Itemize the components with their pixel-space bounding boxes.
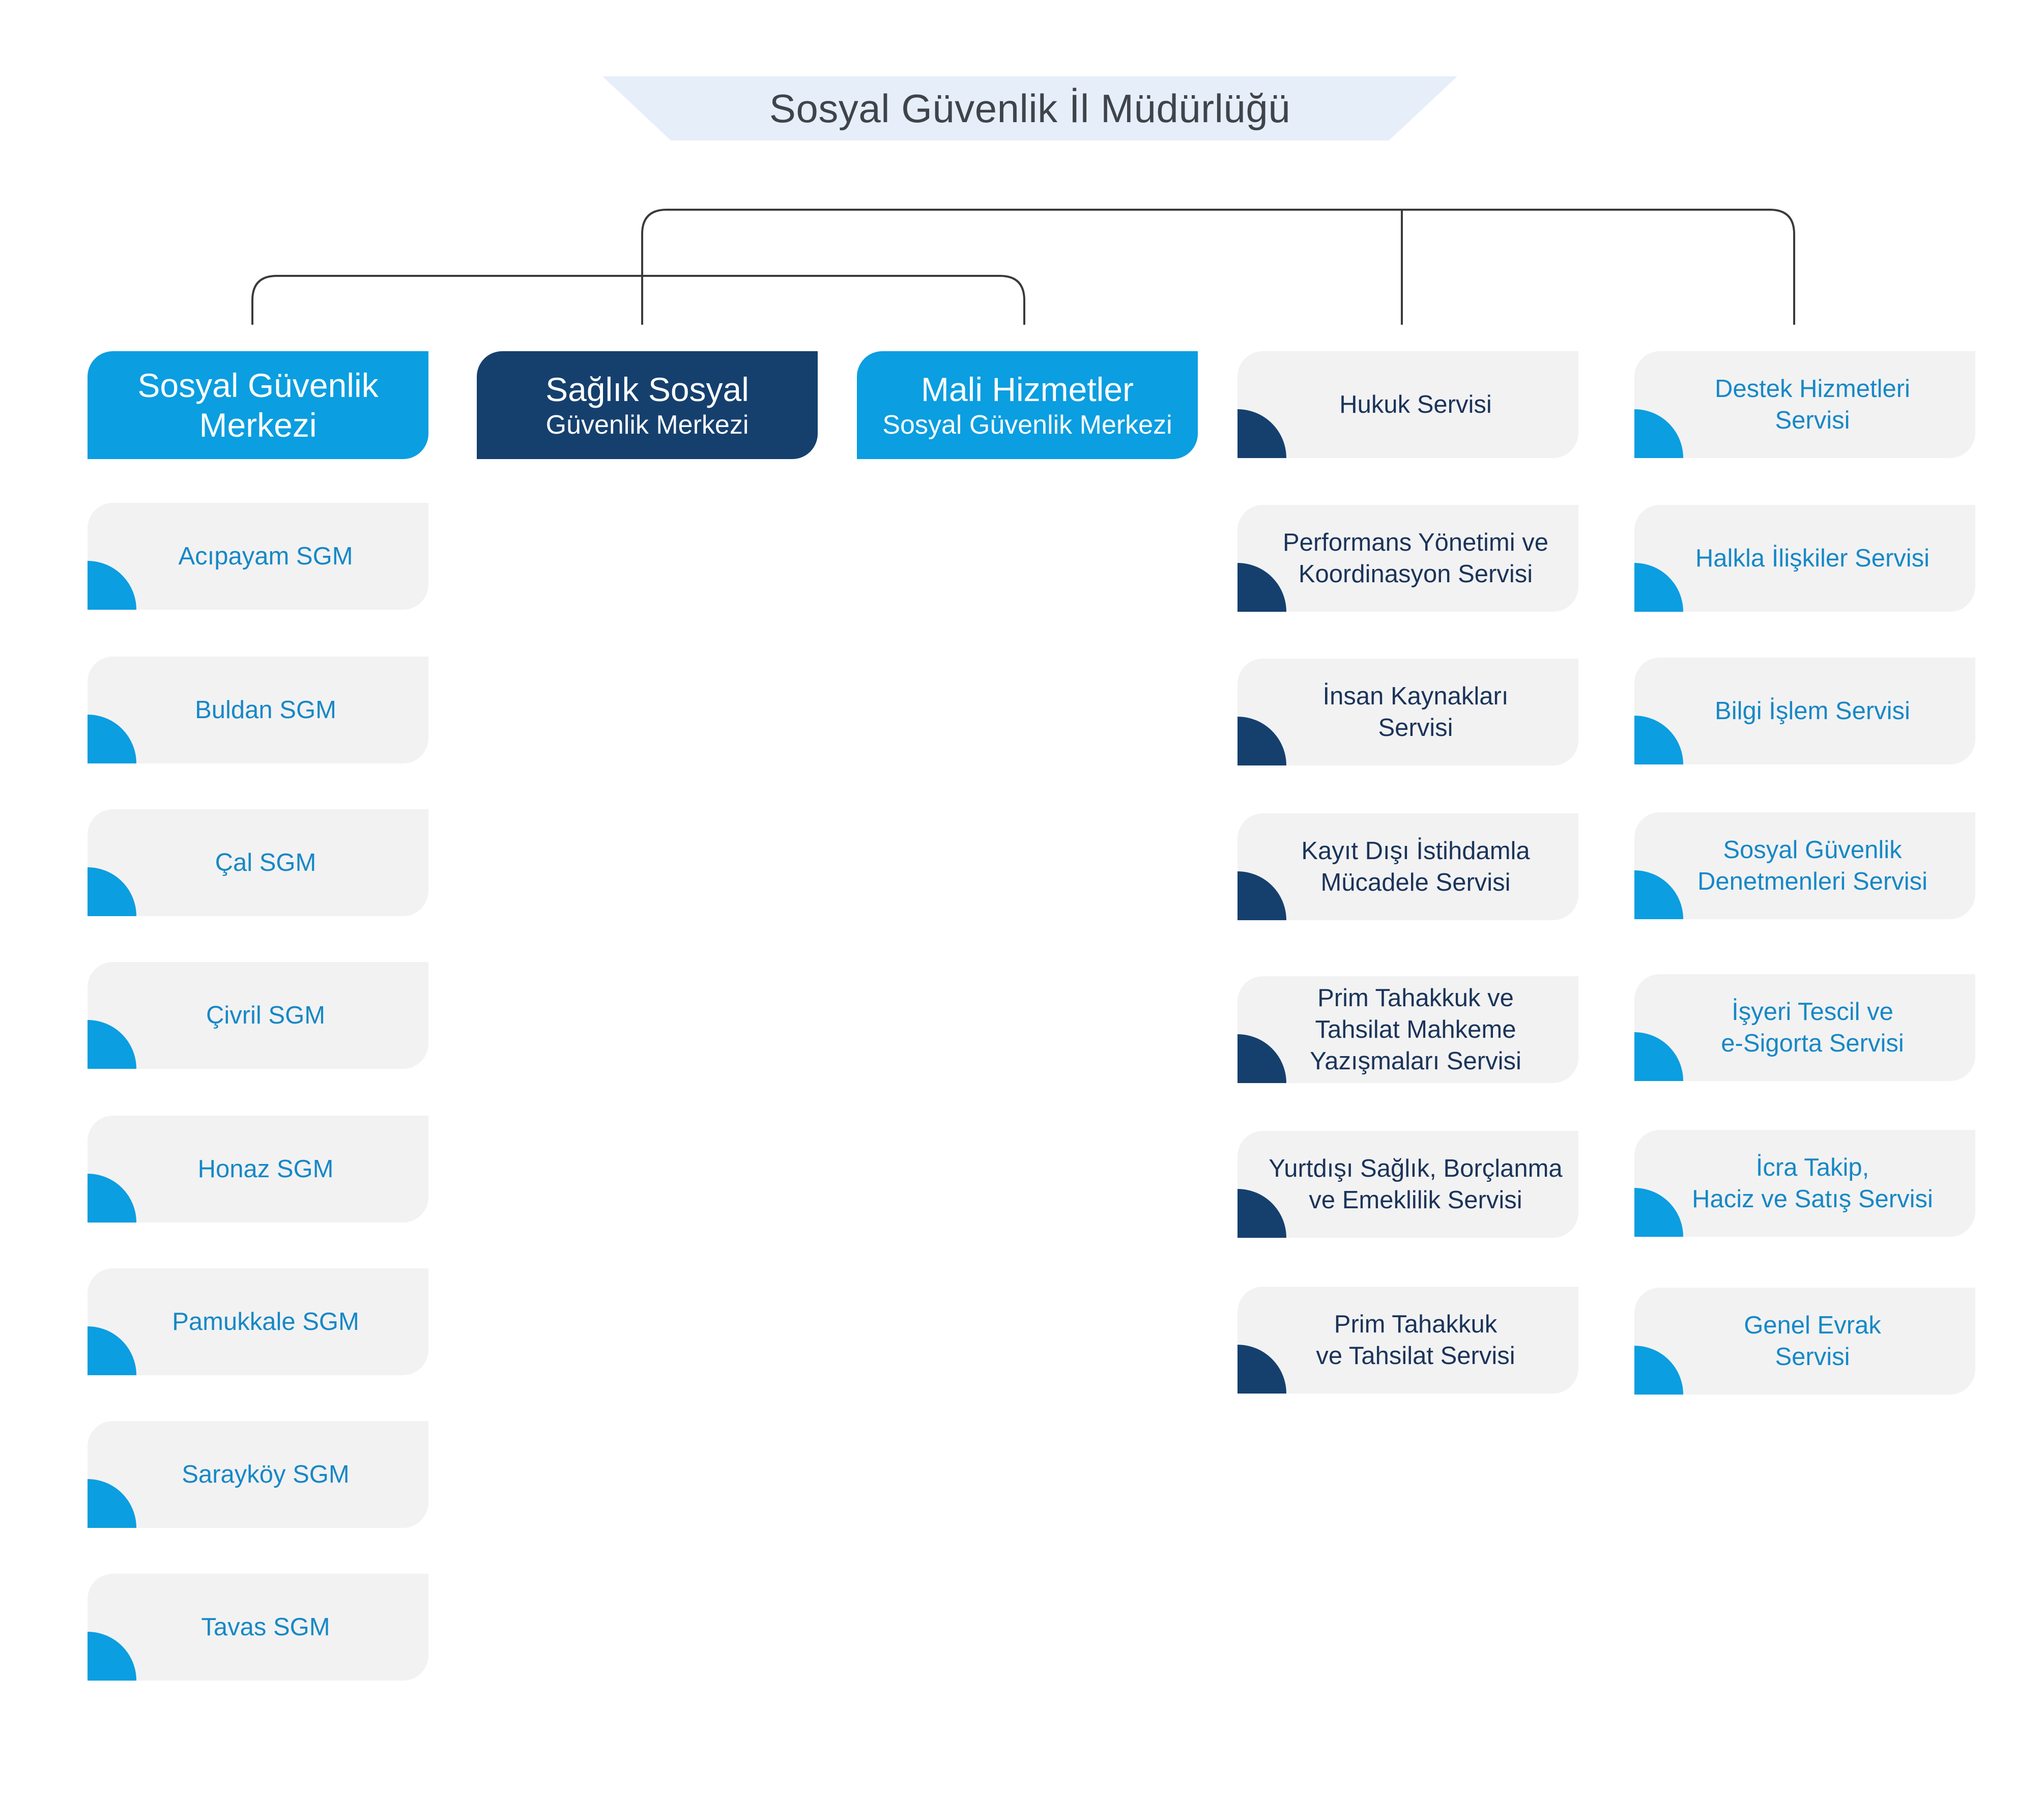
service-item-card: Halkla İlişkiler Servisi: [1634, 505, 1975, 612]
saglik-head-line1: Sağlık Sosyal: [545, 371, 749, 408]
service-item-label: Hukuk Servisi: [1339, 391, 1492, 418]
sgm-item-card: Çivril SGM: [88, 962, 428, 1069]
sgm-head-line1: Sosyal Güvenlik: [137, 366, 379, 404]
sgm-item-label: Buldan SGM: [195, 696, 336, 724]
sgm-item-card: Sarayköy SGM: [88, 1421, 428, 1528]
sgm-item-label: Honaz SGM: [197, 1155, 334, 1183]
sgm-item-card: Pamukkale SGM: [88, 1268, 428, 1375]
saglik-head-box: Sağlık Sosyal Güvenlik Merkezi: [477, 351, 818, 459]
sgm-item-label: Çal SGM: [215, 849, 316, 876]
service-item-card: Hukuk Servisi: [1237, 351, 1578, 458]
sgm-head-line2: Merkezi: [199, 406, 317, 444]
service-item-card: İcra Takip,Haciz ve Satış Servisi: [1634, 1130, 1975, 1237]
sgm-item-card: Honaz SGM: [88, 1116, 428, 1223]
service-item-card: Bilgi İşlem Servisi: [1634, 658, 1975, 764]
sgm-item-label: Çivril SGM: [206, 1002, 326, 1029]
sgm-item-label: Acıpayam SGM: [178, 543, 353, 570]
page-title: Sosyal Güvenlik İl Müdürlüğü: [602, 76, 1457, 140]
sgm-item-card: Acıpayam SGM: [88, 503, 428, 610]
sgm-item-label: Tavas SGM: [201, 1613, 330, 1641]
mali-head-line2: Sosyal Güvenlik Merkezi: [882, 410, 1172, 440]
connector-top-bar: [641, 209, 1795, 325]
sgm-item-label: Pamukkale SGM: [172, 1308, 359, 1336]
sgm-item-label: Sarayköy SGM: [182, 1461, 350, 1488]
mali-head-box: Mali Hizmetler Sosyal Güvenlik Merkezi: [857, 351, 1198, 459]
connector-centers-bar: [251, 275, 1025, 325]
saglik-head-line2: Güvenlik Merkezi: [545, 410, 749, 440]
service-item-label: Halkla İlişkiler Servisi: [1695, 545, 1930, 572]
mali-head-line1: Mali Hizmetler: [920, 371, 1134, 408]
service-item-label: İcra Takip,Haciz ve Satış Servisi: [1692, 1154, 1933, 1213]
sgm-head-box: Sosyal Güvenlik Merkezi: [88, 351, 428, 459]
sgm-item-card: Tavas SGM: [88, 1574, 428, 1681]
service-item-label: Bilgi İşlem Servisi: [1715, 697, 1910, 725]
sgm-item-card: Çal SGM: [88, 809, 428, 916]
sgm-item-card: Buldan SGM: [88, 657, 428, 763]
